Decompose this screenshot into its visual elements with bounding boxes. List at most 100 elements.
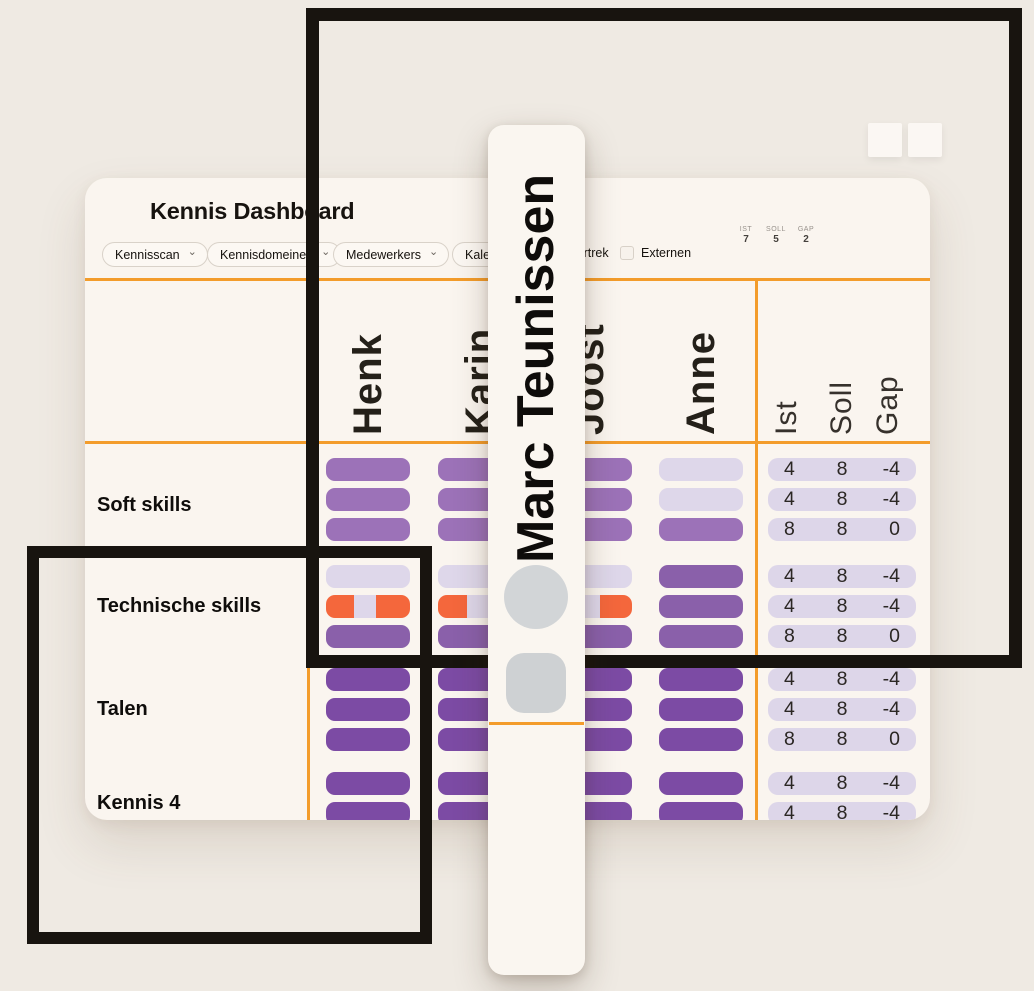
skill-cell[interactable] bbox=[659, 488, 743, 511]
metric-value: -4 bbox=[882, 488, 901, 510]
skill-cell[interactable] bbox=[659, 772, 743, 795]
metric-value: 8 bbox=[836, 565, 848, 587]
skill-cell-segment bbox=[326, 625, 410, 648]
skill-cell[interactable] bbox=[326, 458, 410, 481]
annotation-rect-top bbox=[306, 8, 1022, 668]
skill-cell[interactable] bbox=[326, 802, 410, 820]
metric-value: 4 bbox=[784, 698, 795, 720]
skill-cell-segment bbox=[376, 595, 410, 618]
skill-cell[interactable] bbox=[659, 518, 743, 541]
metric-value: -4 bbox=[882, 565, 901, 587]
metric-value: 4 bbox=[784, 772, 795, 794]
row-group-label: Talen bbox=[97, 698, 148, 720]
skill-cell-segment bbox=[326, 565, 410, 588]
mini-window-square-1 bbox=[868, 123, 902, 157]
skill-cell[interactable] bbox=[326, 698, 410, 721]
skill-cell[interactable] bbox=[659, 698, 743, 721]
metric-value: 8 bbox=[836, 728, 848, 750]
stat-value: 7 bbox=[743, 234, 749, 245]
filter-dropdown-medewerkers[interactable]: Medewerkers⌄ bbox=[333, 242, 450, 267]
mini-window-square-2 bbox=[908, 123, 942, 157]
filter-checkbox-item-externen[interactable]: Externen bbox=[620, 246, 691, 260]
metric-pill: 4 8 -4 bbox=[768, 668, 916, 691]
stat-value: 2 bbox=[803, 234, 809, 245]
metric-pill: 8 8 0 bbox=[768, 728, 916, 751]
skill-cell[interactable] bbox=[659, 458, 743, 481]
skill-cell-segment bbox=[326, 518, 410, 541]
annotation-rect-bottom-left bbox=[27, 546, 432, 944]
stat-label: SOLL bbox=[766, 226, 786, 233]
skill-cell-segment bbox=[659, 802, 743, 820]
checkbox-label: Externen bbox=[641, 246, 692, 260]
skill-cell-segment bbox=[659, 518, 743, 541]
skill-cell-segment bbox=[659, 458, 743, 481]
chevron-down-icon: ⌄ bbox=[429, 246, 439, 258]
skill-cell-segment bbox=[326, 595, 354, 618]
skill-cell-segment bbox=[326, 668, 410, 691]
filter-dropdown-kennisscan[interactable]: Kennisscan ⌄ bbox=[102, 242, 208, 267]
metric-pill: 4 8 -4 bbox=[768, 565, 916, 588]
skill-cell[interactable] bbox=[659, 595, 743, 618]
skill-cell[interactable] bbox=[326, 728, 410, 751]
metric-value: 8 bbox=[836, 668, 848, 690]
skill-cell[interactable] bbox=[326, 625, 410, 648]
metric-pill: 4 8 -4 bbox=[768, 772, 916, 795]
metric-value: 8 bbox=[836, 772, 848, 794]
metric-value: 8 bbox=[836, 458, 848, 480]
skill-cell-segment bbox=[659, 595, 743, 618]
skill-cell-segment bbox=[353, 595, 377, 618]
drag-card-name: Marc Teunissen bbox=[507, 173, 565, 563]
skill-cell-segment bbox=[659, 565, 743, 588]
skill-cell-segment bbox=[326, 772, 410, 795]
metric-value: -4 bbox=[882, 698, 901, 720]
table-vertical-border-right bbox=[755, 278, 758, 820]
skill-cell[interactable] bbox=[659, 668, 743, 691]
drag-column-card[interactable]: Marc Teunissen bbox=[488, 125, 585, 975]
chevron-down-icon: ⌄ bbox=[187, 246, 197, 258]
metric-value: 0 bbox=[889, 728, 901, 750]
metric-value: 8 bbox=[836, 802, 848, 820]
metric-value: -4 bbox=[882, 668, 901, 690]
skill-cell[interactable] bbox=[326, 772, 410, 795]
skill-cell[interactable] bbox=[659, 625, 743, 648]
metric-value: 0 bbox=[889, 518, 901, 540]
metric-value: -4 bbox=[882, 772, 901, 794]
avatar-square-thumb bbox=[506, 653, 566, 713]
avatar-circle bbox=[504, 565, 568, 629]
metric-value: -4 bbox=[882, 595, 901, 617]
skill-cell[interactable] bbox=[326, 595, 410, 618]
metric-value: 8 bbox=[836, 518, 848, 540]
checkbox[interactable] bbox=[620, 246, 634, 260]
metric-value: 8 bbox=[784, 728, 795, 750]
metric-value: 4 bbox=[784, 458, 795, 480]
skill-cell[interactable] bbox=[326, 668, 410, 691]
stat-label: GAP bbox=[797, 226, 815, 233]
skill-cell[interactable] bbox=[659, 728, 743, 751]
filter-dropdown-label: Kennisscan bbox=[115, 247, 180, 262]
skill-cell[interactable] bbox=[326, 488, 410, 511]
metric-value: 4 bbox=[784, 802, 795, 820]
row-group-label: Kennis 4 bbox=[97, 792, 181, 814]
skill-cell[interactable] bbox=[326, 565, 410, 588]
filter-dropdown-label: Kennisdomeinen bbox=[220, 247, 314, 262]
metric-value: 8 bbox=[836, 625, 848, 647]
skill-cell[interactable] bbox=[659, 565, 743, 588]
skill-cell-segment bbox=[659, 488, 743, 511]
metric-value: 8 bbox=[836, 488, 848, 510]
metric-value: 8 bbox=[784, 625, 795, 647]
skill-cell-segment bbox=[326, 488, 410, 511]
page-title: Kennis Dashboard bbox=[150, 198, 355, 224]
skill-cell-segment bbox=[659, 625, 743, 648]
skill-cell-segment bbox=[659, 772, 743, 795]
skill-cell[interactable] bbox=[659, 802, 743, 820]
skill-cell-segment bbox=[659, 698, 743, 721]
metric-value: 4 bbox=[784, 565, 795, 587]
skill-cell[interactable] bbox=[326, 518, 410, 541]
metric-value: 4 bbox=[784, 668, 795, 690]
